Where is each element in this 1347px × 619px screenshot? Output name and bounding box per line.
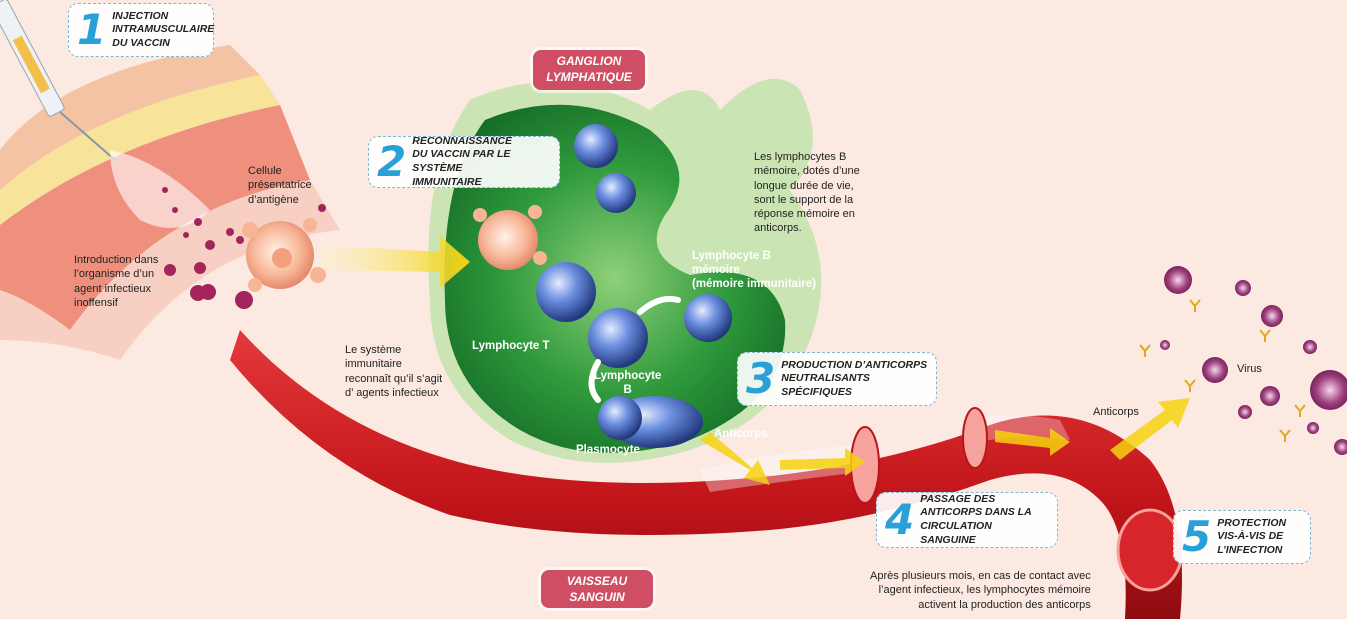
tag-ganglion-lymphatique: GANGLION LYMPHATIQUE — [533, 50, 645, 90]
step-number: 5 — [1182, 512, 1212, 561]
step-1-box: 1 INJECTION INTRAMUSCULAIRE DU VACCIN — [68, 3, 214, 57]
step-number: 2 — [377, 137, 407, 186]
blood-vessel — [230, 330, 1184, 619]
step-4-box: 4 PASSAGE DES ANTICORPS DANS LA CIRCULAT… — [876, 492, 1058, 548]
step-3-box: 3 PRODUCTION D’ANTICORPS NEUTRALISANTS S… — [737, 352, 937, 406]
antigen-presenting-cell-icon — [242, 218, 326, 292]
tag-vaisseau-sanguin: VAISSEAU SANGUIN — [541, 570, 653, 608]
step-text: PRODUCTION D’ANTICORPS NEUTRALISANTS SPÉ… — [781, 358, 928, 398]
virus-icons — [1160, 266, 1347, 455]
label-plasmocyte: Plasmocyte — [576, 444, 640, 456]
note-systeme: Le système immunitaire reconnaît qu’il s… — [345, 344, 443, 399]
flow-arrows — [320, 236, 1190, 485]
step-text: PROTECTION VIS-À-VIS DE L’INFECTION — [1217, 516, 1287, 556]
label-lymphocyte-b-memoire: Lymphocyte B mémoire (mémoire immunitair… — [692, 250, 816, 290]
syringe-icon — [0, 0, 116, 161]
white-arrows — [588, 295, 681, 403]
note-introduction: Introduction dans l’organisme d’un agent… — [74, 254, 159, 309]
note-virus: Virus — [1237, 363, 1262, 375]
antibody-icons — [1139, 299, 1306, 442]
step-text: RECONNAISSANCE DU VACCIN PAR LE SYSTÈME … — [412, 134, 512, 188]
step-text: PASSAGE DES ANTICORPS DANS LA CIRCULATIO… — [920, 492, 1032, 546]
antigen-particles — [162, 187, 326, 309]
step-2-box: 2 RECONNAISSANCE DU VACCIN PAR LE SYSTÈM… — [368, 134, 560, 188]
step-number: 4 — [885, 495, 915, 544]
step-number: 1 — [77, 5, 107, 54]
lymphocyte-icons — [536, 124, 732, 448]
step-text: INJECTION INTRAMUSCULAIRE DU VACCIN — [112, 9, 215, 49]
note-cellule: Cellule présentatrice d’antigène — [248, 165, 312, 206]
note-apres: Après plusieurs mois, en cas de contact … — [870, 570, 1091, 611]
label-anticorps: Anticorps — [714, 428, 768, 440]
note-memoire: Les lymphocytes B mémoire, dotés d’une l… — [754, 151, 860, 235]
step-5-box: 5 PROTECTION VIS-À-VIS DE L’INFECTION — [1173, 510, 1311, 564]
label-lymphocyte-b: Lymphocyte B — [594, 370, 662, 396]
label-lymphocyte-t: Lymphocyte T — [472, 340, 550, 352]
step-number: 3 — [746, 354, 776, 403]
antigen-presenting-cell-node-icon — [473, 205, 547, 270]
note-anticorps: Anticorps — [1093, 406, 1139, 418]
